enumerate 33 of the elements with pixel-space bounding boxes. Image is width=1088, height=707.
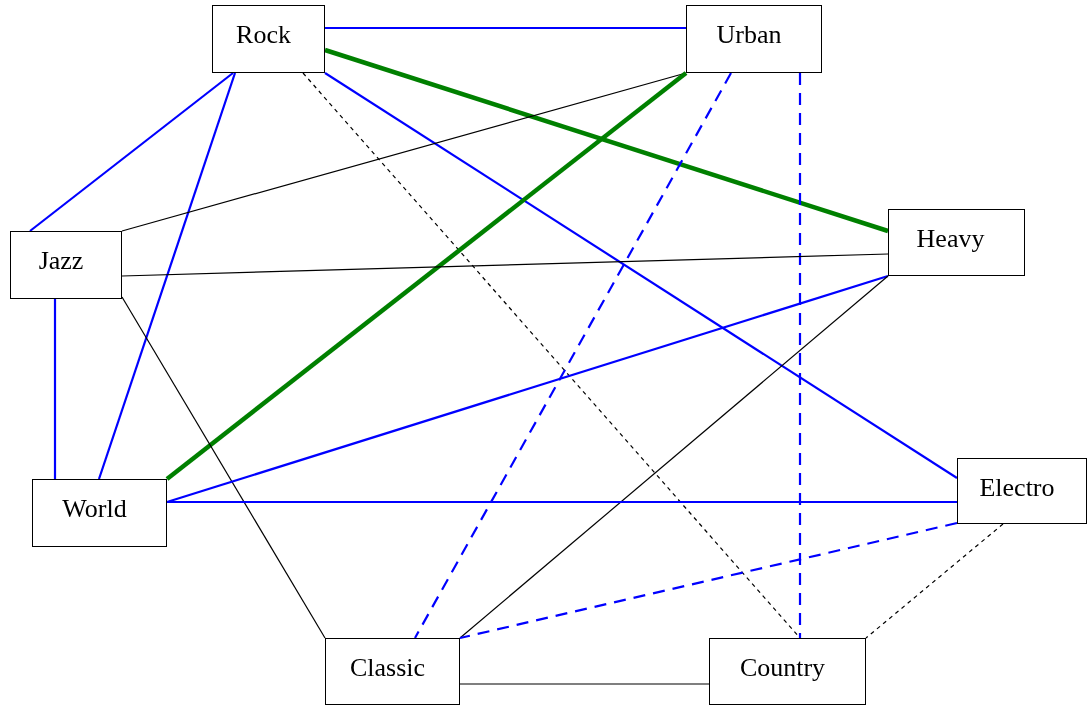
connector-line: [165, 71, 688, 481]
connector-line: [166, 274, 889, 504]
genre-label: World: [61, 494, 128, 524]
connector-line: [121, 253, 889, 277]
genre-box: [686, 5, 822, 73]
connector-line: [459, 521, 958, 640]
genre-box: [709, 638, 866, 705]
connector-line: [798, 73, 802, 638]
genre-label: Urban: [715, 20, 783, 50]
connector-line: [414, 72, 732, 639]
genre-label: Country: [738, 653, 827, 683]
genre-label: Classic: [348, 653, 427, 683]
connector-line: [459, 683, 710, 685]
connector-line: [459, 275, 889, 639]
connector-line: [324, 72, 958, 479]
connector-line: [97, 72, 237, 480]
genre-label: Jazz: [37, 246, 85, 276]
genre-box: [32, 479, 167, 547]
connector-line: [121, 296, 326, 639]
genre-label: Heavy: [915, 224, 986, 254]
genre-box: [888, 209, 1025, 276]
genre-label: Electro: [978, 473, 1056, 503]
genre-box: [325, 638, 460, 705]
genre-label: Rock: [235, 20, 292, 50]
connector-line: [325, 26, 686, 30]
connector-line: [324, 47, 889, 234]
connector-line: [865, 523, 1004, 639]
genre-box: [212, 5, 325, 73]
connector-line: [53, 299, 57, 479]
genre-box: [957, 458, 1087, 524]
genre-box: [10, 231, 122, 299]
connector-line: [167, 500, 957, 504]
connector-line: [29, 72, 234, 232]
